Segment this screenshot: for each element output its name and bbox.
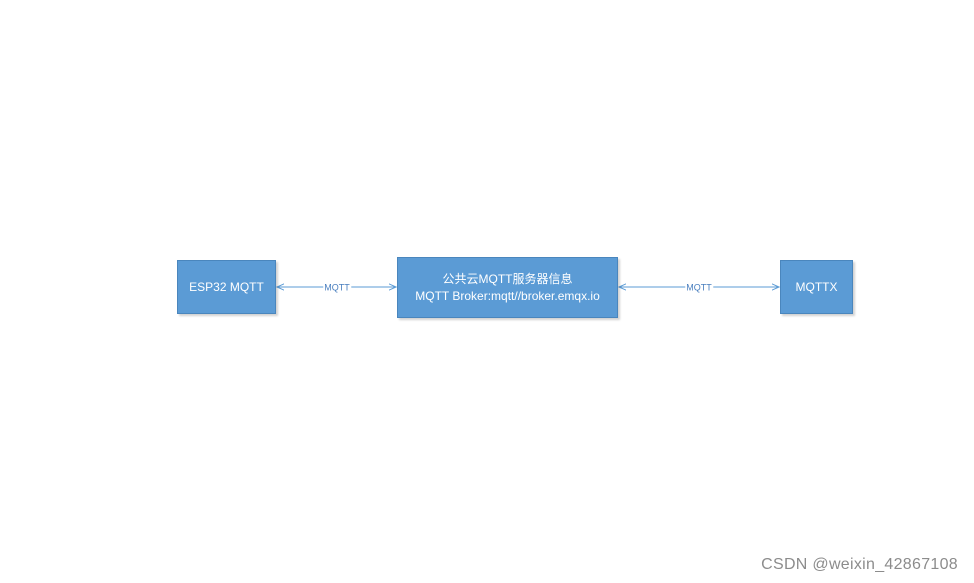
node-mqttx-label: MQTTX (795, 279, 838, 294)
node-broker-address: MQTT Broker:mqtt//broker.emqx.io (415, 288, 600, 303)
node-public-cloud-broker: 公共云MQTT服务器信息 MQTT Broker:mqtt//broker.em… (397, 257, 618, 318)
node-esp32-label: ESP32 MQTT (189, 279, 264, 294)
node-broker-title: 公共云MQTT服务器信息 (442, 271, 573, 286)
connector-label-esp32-broker: MQTT (323, 282, 351, 294)
node-esp32-mqtt: ESP32 MQTT (177, 260, 276, 314)
connector-label-broker-mqttx: MQTT (685, 282, 713, 294)
watermark: CSDN @weixin_42867108 (761, 556, 958, 573)
node-mqttx: MQTTX (780, 260, 853, 314)
